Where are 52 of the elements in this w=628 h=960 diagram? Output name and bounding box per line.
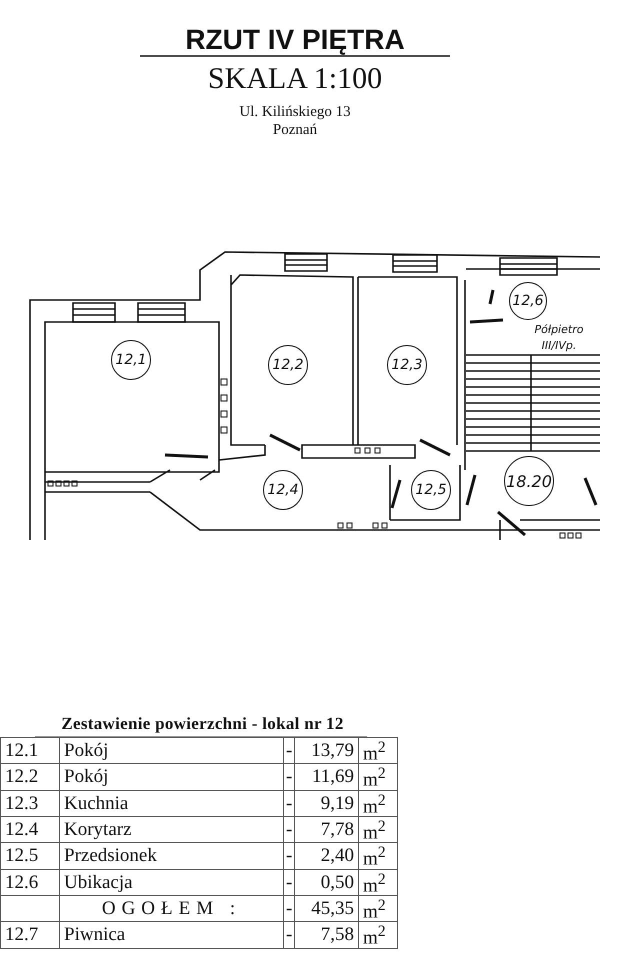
room-name-cell: Piwnica — [60, 922, 284, 948]
dash-cell: - — [284, 869, 295, 896]
room-name-cell: Kuchnia — [60, 790, 284, 816]
dash-cell: - — [284, 816, 295, 843]
address-text: Ul. Kilińskiego 13 — [238, 104, 352, 121]
room-id-cell: 12.2 — [0, 764, 60, 790]
room-number-circle: 12,2 — [268, 345, 308, 385]
room-number-circle: 12,3 — [387, 345, 427, 385]
room-name-cell: Pokój — [60, 764, 284, 790]
dash-cell: - — [284, 764, 295, 790]
unit-cell: m$^{2}$ — [358, 738, 398, 764]
unit-cell: m$^{2}$ — [358, 842, 398, 870]
unit-cell: m$^{2}$ — [358, 816, 398, 843]
room-id-cell: 12.1 — [0, 738, 60, 764]
room-number-circle: 12,1 — [111, 340, 151, 380]
area-cell: 11,69 — [294, 764, 358, 790]
room-name-cell: Korytarz — [60, 816, 284, 843]
dash-cell: - — [284, 790, 295, 816]
room-id-cell: 12.5 — [0, 842, 60, 870]
landing-label: Półpietro III/IVp. — [534, 322, 584, 354]
room-number-circle: 12,5 — [411, 470, 451, 510]
area-cell: 7,58 — [294, 922, 358, 948]
unit-cell: m$^{2}$ — [358, 790, 398, 816]
room-id-cell: 12.7 — [0, 922, 60, 948]
unit-cell: m$^{2}$ — [358, 764, 398, 790]
dash-cell: - — [284, 895, 295, 922]
total-label-cell: OGOŁEM : — [60, 895, 284, 922]
room-name-cell: Pokój — [60, 738, 284, 764]
unit-cell: m$^{2}$ — [358, 869, 398, 896]
unit-cell: m$^{2}$ — [358, 922, 398, 948]
unit-cell: m$^{2}$ — [358, 895, 398, 922]
plan-title: RZUT IV PIĘTRA — [184, 24, 406, 56]
area-cell: 9,19 — [294, 790, 358, 816]
city-text: Poznań — [272, 122, 318, 139]
dash-cell: - — [284, 922, 295, 948]
area-cell: 2,40 — [294, 842, 358, 870]
area-cell: 0,50 — [294, 869, 358, 896]
room-name-cell: Przedsionek — [60, 842, 284, 870]
room-number-circle: 18.20 — [504, 456, 554, 506]
room-id-cell: 12.3 — [0, 790, 60, 816]
room-number-circle: 12,6 — [509, 282, 547, 320]
table-caption: Zestawienie powierzchni - lokal nr 12 — [60, 714, 345, 734]
area-cell: 7,78 — [294, 816, 358, 843]
dash-cell: - — [284, 842, 295, 870]
room-name-cell: Ubikacja — [60, 869, 284, 896]
dash-cell: - — [284, 738, 295, 764]
scale-text: SKALA 1:100 — [206, 62, 384, 96]
area-cell: 45,35 — [294, 895, 358, 922]
room-id-cell: 12.6 — [0, 869, 60, 896]
room-id-cell: 12.4 — [0, 816, 60, 843]
area-cell: 13,79 — [294, 738, 358, 764]
room-number-circle: 12,4 — [263, 470, 303, 510]
